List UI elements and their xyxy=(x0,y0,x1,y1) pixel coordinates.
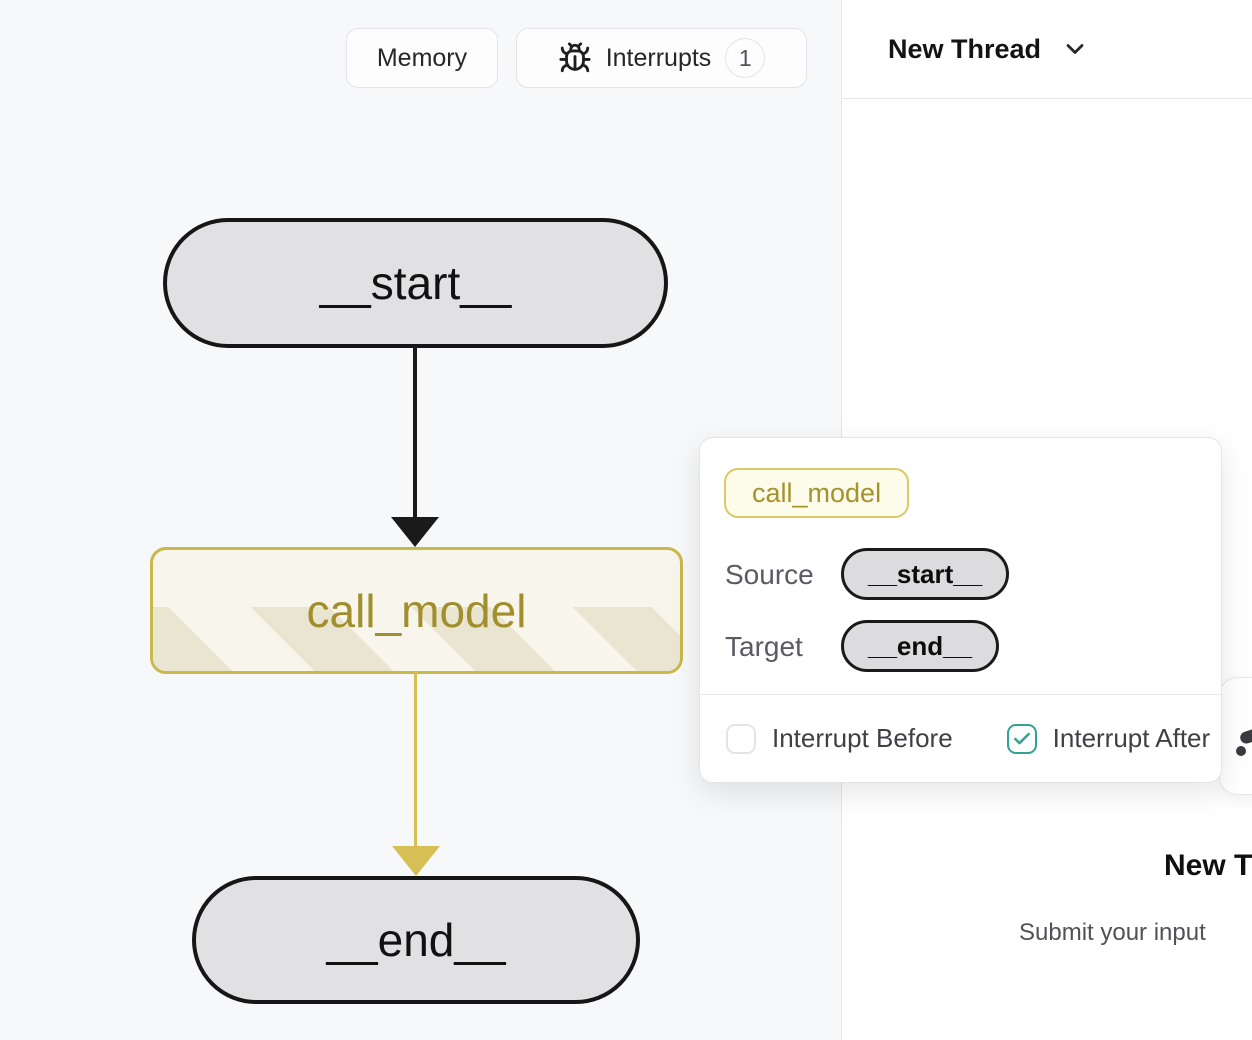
interrupts-button[interactable]: Interrupts 1 xyxy=(516,28,807,88)
source-value: __start__ xyxy=(868,558,983,589)
edge-callmodel-to-end xyxy=(414,672,417,848)
thread-empty-subtitle: Submit your input xyxy=(1019,919,1206,946)
graph-node-call-model[interactable]: call_model xyxy=(150,547,683,674)
target-label: Target xyxy=(725,631,803,662)
memory-button[interactable]: Memory xyxy=(346,28,498,88)
popover-divider xyxy=(700,694,1221,695)
popover-footer: Interrupt Before Interrupt After xyxy=(700,695,1221,782)
memory-button-label: Memory xyxy=(376,43,468,72)
quick-action-card[interactable] xyxy=(1219,677,1252,795)
target-value-pill: __end__ xyxy=(841,620,1000,672)
bug-icon xyxy=(558,41,592,75)
interrupts-button-label: Interrupts xyxy=(605,43,712,72)
popover-node-badge: call_model xyxy=(724,468,910,518)
graph-node-start-label: __start__ xyxy=(319,257,512,309)
interrupts-count-badge: 1 xyxy=(725,38,766,78)
graph-node-start[interactable]: __start__ xyxy=(163,218,668,348)
target-value: __end__ xyxy=(868,630,973,661)
interrupt-after-label[interactable]: Interrupt After xyxy=(1052,723,1211,753)
interrupt-before-label[interactable]: Interrupt Before xyxy=(772,723,953,753)
edge-start-to-callmodel xyxy=(413,346,417,519)
chevron-down-icon[interactable] xyxy=(1061,35,1089,63)
graph-node-end-label: __end__ xyxy=(326,914,506,966)
interrupt-after-checkbox[interactable] xyxy=(1006,723,1037,754)
edge-callmodel-to-end-arrowhead xyxy=(392,846,440,876)
source-label: Source xyxy=(725,559,814,590)
popover-node-badge-label: call_model xyxy=(752,477,882,508)
edge-start-to-callmodel-arrowhead xyxy=(391,517,439,547)
source-value-pill: __start__ xyxy=(841,548,1010,600)
thread-header: New Thread xyxy=(842,0,1252,99)
thread-empty-title: New Thread xyxy=(1164,849,1252,882)
graph-node-call-model-label: call_model xyxy=(306,584,527,637)
node-detail-popover: call_model Source __start__ Target __end… xyxy=(699,437,1222,783)
branch-icon xyxy=(1232,726,1252,760)
interrupt-before-checkbox[interactable] xyxy=(726,723,756,754)
thread-title: New Thread xyxy=(888,33,1042,64)
graph-node-end[interactable]: __end__ xyxy=(192,876,640,1004)
